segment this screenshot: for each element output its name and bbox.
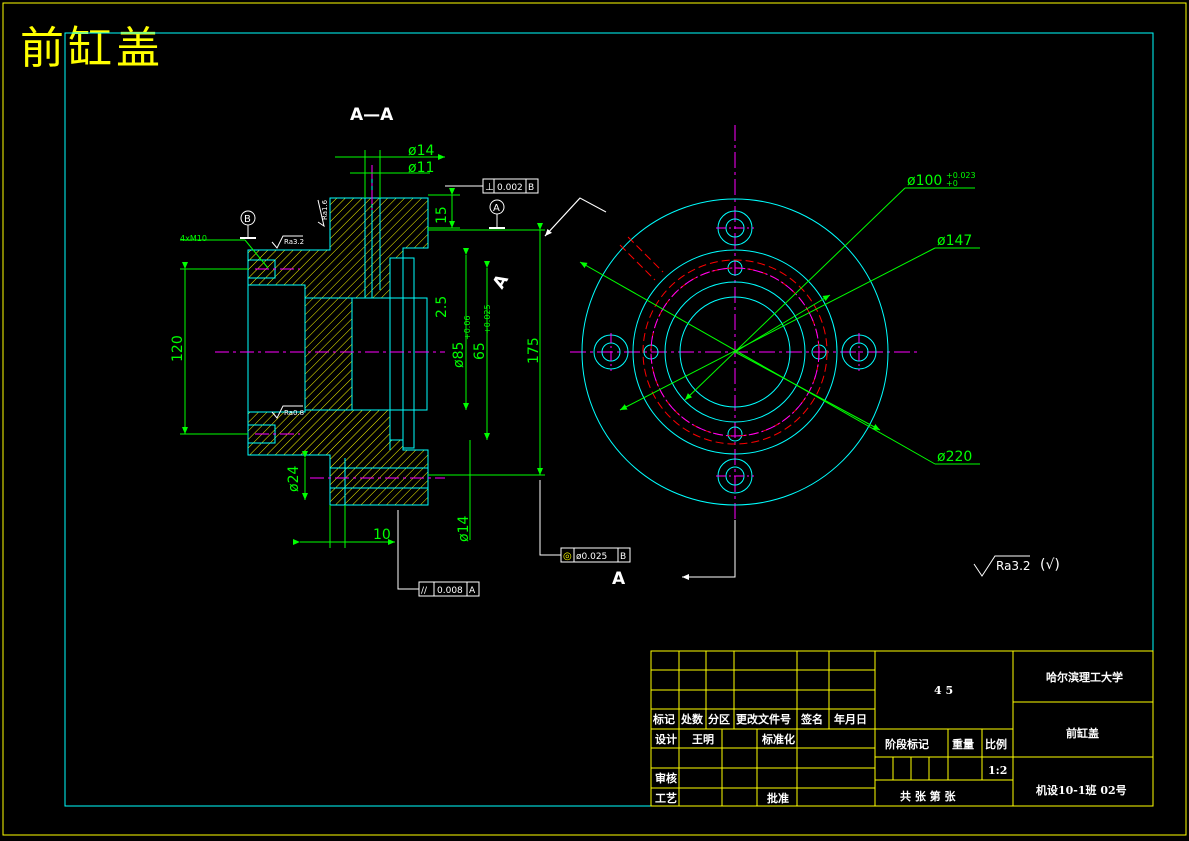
- tb-process-label: 工艺: [655, 791, 677, 805]
- tb-header-1: 处数: [680, 712, 704, 726]
- tb-scale: 1:2: [988, 764, 1007, 777]
- svg-text:ø0.025: ø0.025: [576, 552, 607, 562]
- tolerance-perpendicularity: ⊥ 0.002 B: [445, 178, 539, 194]
- tb-designer: 王明: [692, 733, 714, 746]
- dim-10: 10: [373, 527, 391, 543]
- view-label-bottom: A: [612, 569, 626, 589]
- dim-d14-bottom: ø14: [456, 516, 472, 542]
- roughness-marks: [271, 199, 325, 419]
- general-roughness: Ra3.2 (√): [973, 555, 1060, 577]
- dim-d85-tol: +0.06: [463, 315, 472, 340]
- dim-d100-tol-lo: +0: [946, 179, 958, 188]
- roughness-r2: Ra0.8: [284, 409, 304, 417]
- dim-175: 175: [526, 337, 542, 364]
- dim-d147: ø147: [937, 233, 972, 249]
- tb-sheets: 共 张 第 张: [900, 789, 956, 803]
- dim-120: 120: [170, 335, 186, 362]
- svg-text:(√): (√): [1040, 557, 1060, 573]
- dim-d85: ø85: [451, 342, 467, 368]
- dim-d100-tol-up: +0.023: [946, 171, 976, 180]
- tb-design-label: 设计: [655, 732, 677, 746]
- title-block-texts: 标记 处数 分区 更改文件号 签名 年月日 设计 王明 标准化 审核 工艺 批准…: [652, 670, 1127, 805]
- view-arrows: [544, 197, 736, 580]
- svg-text:B: B: [620, 552, 626, 562]
- roughness-r3: Ra1.6: [321, 199, 329, 220]
- tb-header-2: 分区: [708, 712, 730, 726]
- section-dimensions: [180, 150, 545, 548]
- dim-d24: ø24: [286, 466, 302, 492]
- tb-stage-label: 阶段标记: [885, 737, 929, 751]
- tb-scale-label: 比例: [985, 737, 1007, 751]
- datum-b: B: [240, 210, 256, 239]
- dim-d14-top: ø14: [408, 143, 434, 159]
- drawing-title: 前缸盖: [20, 23, 164, 74]
- dim-65-tol: +0.025: [483, 304, 492, 334]
- tb-weight-label: 重量: [952, 737, 974, 751]
- tb-class-info: 机设10-1班 02号: [1036, 783, 1127, 797]
- tb-header-0: 标记: [652, 712, 675, 726]
- title-block: [650, 650, 1154, 807]
- roughness-r1: Ra3.2: [284, 238, 304, 246]
- datum-a: A: [489, 199, 505, 229]
- tb-university: 哈尔滨理工大学: [1046, 670, 1123, 684]
- svg-text:◎: ◎: [563, 551, 572, 562]
- svg-text:0.002: 0.002: [497, 183, 523, 193]
- tb-review-label: 审核: [655, 771, 677, 785]
- tolerance-concentricity: ◎ ø0.025 B: [539, 480, 631, 563]
- svg-text:Ra3.2: Ra3.2: [996, 559, 1031, 573]
- tb-std-label: 标准化: [761, 732, 795, 746]
- tb-material: 4 5: [934, 684, 953, 697]
- section-view: [215, 165, 445, 506]
- tolerance-parallelism: // 0.008 A: [397, 510, 480, 597]
- dim-15: 15: [434, 206, 450, 224]
- view-label-side: A: [489, 270, 513, 292]
- svg-text://: //: [421, 586, 428, 596]
- dim-2-5: 2.5: [434, 296, 450, 318]
- svg-text:⊥: ⊥: [485, 182, 494, 193]
- tb-header-5: 年月日: [834, 712, 867, 726]
- tb-header-4: 签名: [800, 712, 823, 726]
- inner-frame: [64, 32, 1154, 807]
- svg-text:A: A: [493, 203, 500, 214]
- dim-d100: ø100: [907, 173, 942, 189]
- front-view-leaders: [579, 187, 980, 465]
- tb-header-3: 更改文件号: [736, 712, 791, 726]
- dim-d220: ø220: [937, 449, 972, 465]
- front-view: [570, 125, 920, 520]
- svg-text:B: B: [528, 183, 534, 193]
- section-dimension-texts: ø14 ø11 4xM10 120 15 2.5 ø85 +0.06 65 +0…: [170, 143, 542, 543]
- svg-text:B: B: [244, 214, 251, 225]
- dim-d11-top: ø11: [408, 160, 434, 176]
- dim-65: 65: [472, 342, 488, 360]
- section-label: A—A: [350, 105, 394, 125]
- tb-part-name: 前缸盖: [1066, 726, 1099, 740]
- tb-approve-label: 批准: [767, 791, 789, 805]
- svg-text:0.008: 0.008: [437, 586, 463, 596]
- svg-text:A: A: [469, 586, 476, 596]
- dim-thread: 4xM10: [180, 234, 207, 243]
